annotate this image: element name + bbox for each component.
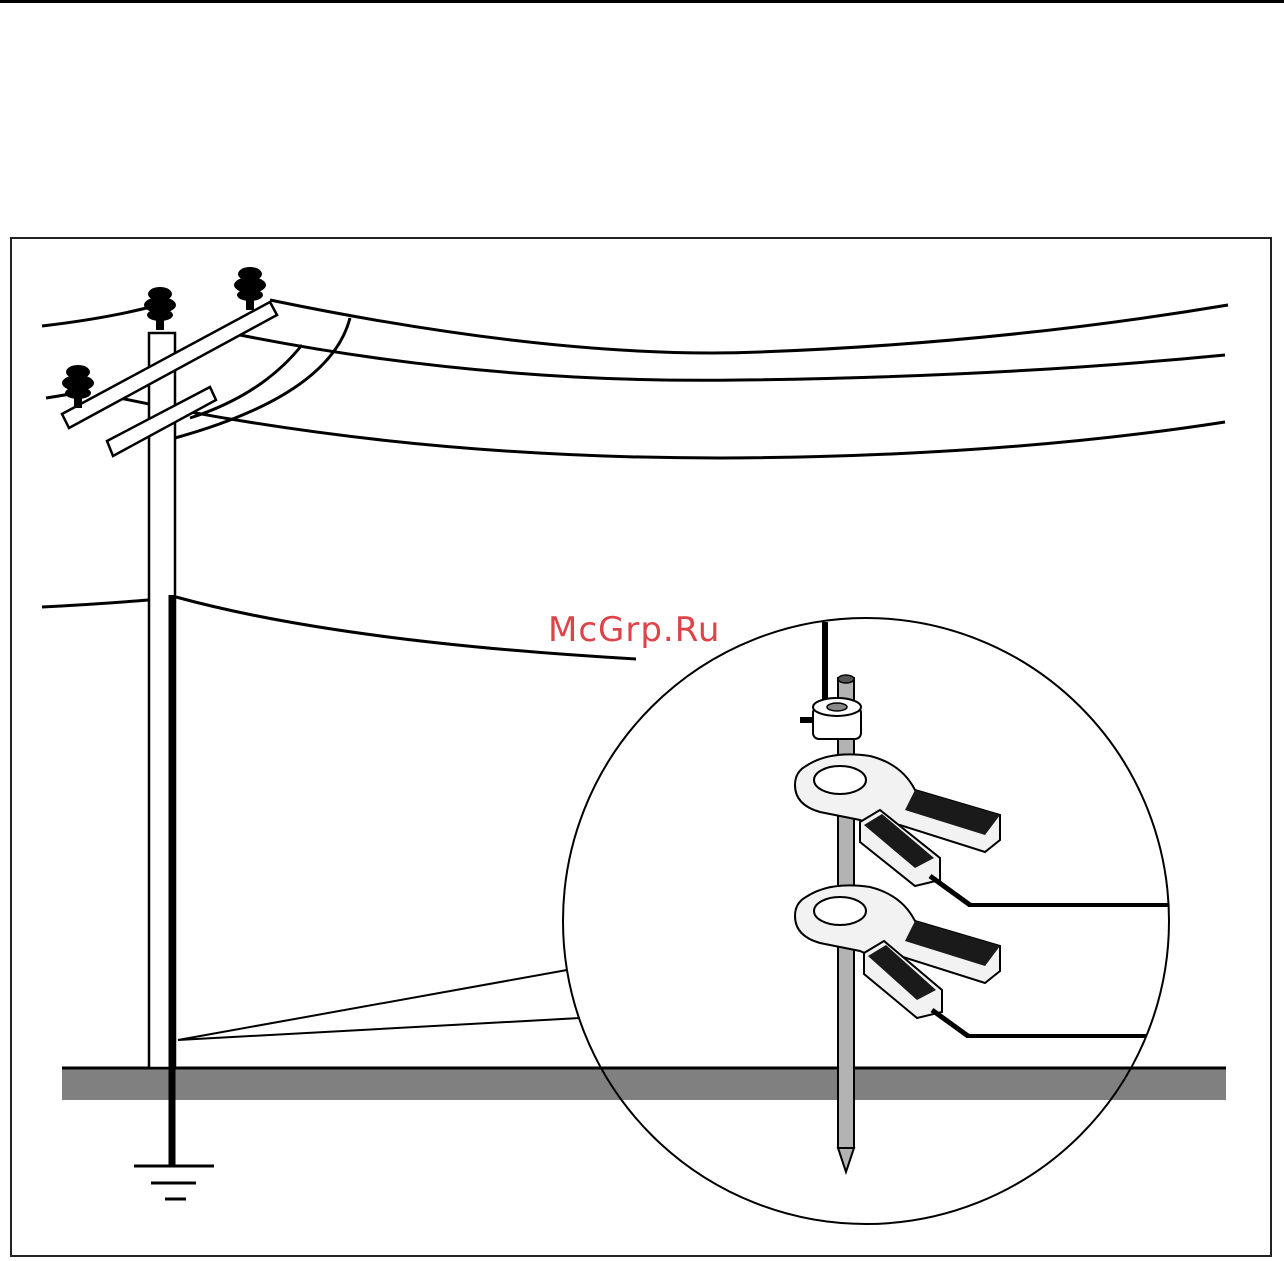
overhead-wires (42, 300, 1228, 659)
ground-surface (62, 1068, 1226, 1100)
jumper-wires (175, 318, 350, 438)
ground-symbol-icon (134, 1166, 214, 1199)
watermark-text: McGrp.Ru (548, 610, 720, 650)
rod-connector (800, 698, 861, 739)
callout-pointer (178, 970, 580, 1040)
